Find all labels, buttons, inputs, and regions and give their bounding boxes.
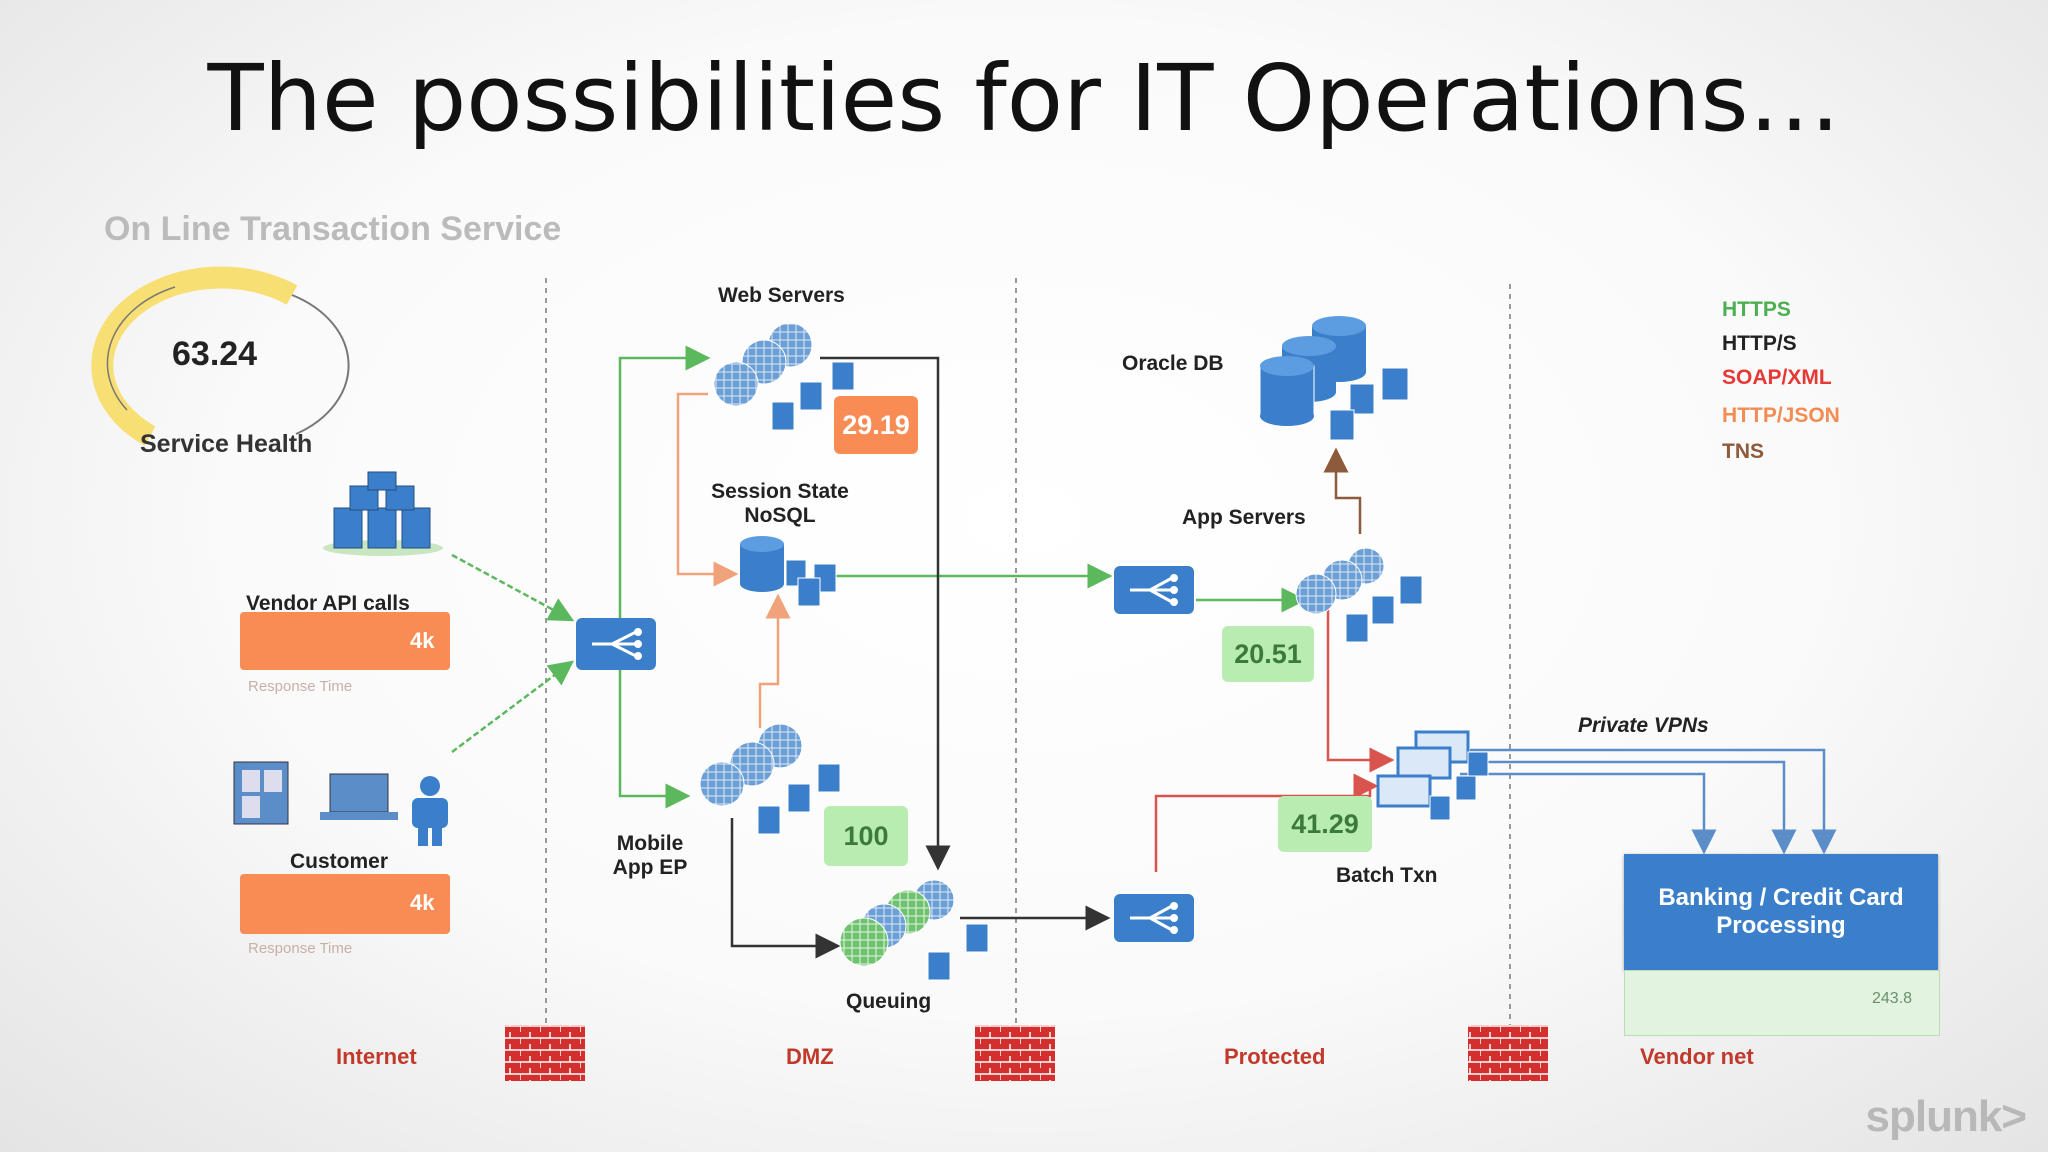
web-servers-metric: 29.19 [834, 396, 918, 454]
mobile-endpoint-cluster-icon [699, 723, 841, 835]
firewall-icon [505, 1025, 585, 1081]
banking-processing-box: Banking / Credit Card Processing [1624, 854, 1938, 970]
legend-http-json: HTTP/JSON [1722, 404, 1840, 427]
queuing-label: Queuing [846, 990, 932, 1013]
https-link [618, 345, 711, 640]
json-link [758, 593, 791, 728]
load-balancer-icon [1114, 566, 1194, 614]
vendor-api-response-caption: Response Time [248, 678, 353, 695]
service-health-label: Service Health [140, 430, 313, 458]
nosql-database-icon [740, 536, 837, 607]
service-title: On Line Transaction Service [104, 210, 562, 248]
oracle-database-icon [1259, 316, 1409, 441]
vpn-link [1470, 748, 1837, 855]
legend-https: HTTPS [1722, 298, 1791, 321]
app-servers-label: App Servers [1182, 506, 1306, 529]
zone-vendor-net: Vendor net [1640, 1044, 1754, 1069]
customer-response-chart [240, 874, 450, 934]
slide-title: The possibilities for IT Operations… [207, 45, 1841, 152]
zone-internet: Internet [336, 1044, 417, 1069]
soap-link [1154, 773, 1379, 872]
web-servers-label: Web Servers [718, 284, 845, 307]
vendor-api-response-chart [240, 612, 450, 670]
customer-icon [233, 761, 448, 846]
vendor-api-response-value: 4k [410, 628, 435, 653]
legend-tns: TNS [1722, 440, 1764, 463]
batch-server-icon [1376, 730, 1489, 821]
splunk-logo: splunk> [1865, 1092, 2027, 1141]
zone-protected: Protected [1224, 1044, 1326, 1069]
batch-txn-label: Batch Txn [1336, 864, 1438, 887]
firewall-icon [975, 1025, 1055, 1081]
mobile-metric: 100 [824, 806, 908, 866]
https-link [451, 660, 574, 753]
vendor-net-chart [1624, 970, 1940, 1036]
service-health-gauge [91, 266, 350, 446]
session-state-label: Session State NoSQL [711, 480, 849, 527]
load-balancer-icon [576, 618, 656, 670]
banking-processing-label: Banking / Credit Card Processing [1658, 884, 1904, 939]
zone-dividers [545, 278, 1511, 1030]
http-link [730, 818, 841, 959]
legend-soap-xml: SOAP/XML [1722, 366, 1832, 389]
customer-label: Customer [290, 850, 389, 873]
customer-response-value: 4k [410, 890, 435, 915]
customer-response-caption: Response Time [248, 940, 353, 957]
zone-dmz: DMZ [786, 1044, 834, 1069]
vendor-net-value: 243.8 [1872, 990, 1913, 1007]
legend-http: HTTP/S [1722, 332, 1797, 355]
vendor-server-icon [323, 471, 443, 556]
http-link [820, 356, 951, 871]
app-server-cluster-icon [1295, 547, 1423, 643]
service-health-value: 63.24 [172, 335, 258, 373]
queue-cluster-icon [839, 879, 989, 981]
mobile-app-ep-label: Mobile App EP [612, 832, 688, 879]
vpn-link [1470, 760, 1797, 855]
web-server-cluster-icon [713, 322, 855, 431]
batch-metric: 41.29 [1278, 796, 1372, 852]
vendor-api-label: Vendor API calls [246, 592, 410, 615]
oracle-db-label: Oracle DB [1122, 352, 1224, 375]
soap-link [1326, 600, 1395, 773]
app-servers-metric: 20.51 [1222, 626, 1314, 682]
https-link [618, 660, 691, 809]
firewall-icon [1468, 1025, 1548, 1081]
private-vpns-label: Private VPNs [1578, 714, 1709, 737]
https-link [451, 553, 575, 622]
load-balancer-icon [1114, 894, 1194, 942]
json-link [676, 392, 739, 587]
vpn-link [1460, 772, 1717, 855]
tns-link [1323, 447, 1362, 534]
